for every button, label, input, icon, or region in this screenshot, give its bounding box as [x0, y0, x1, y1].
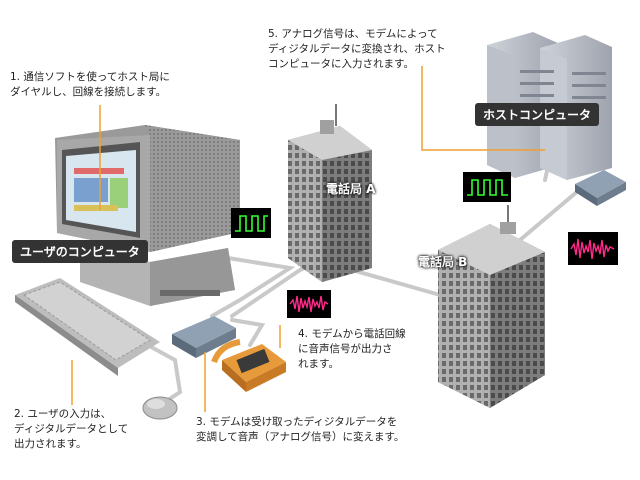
cables [118, 164, 587, 404]
host-computer-label: ホストコンピュータ [475, 103, 600, 126]
digital-signal-icon [463, 172, 511, 202]
step-5-text: 5. アナログ信号は、モデムによって ディジタルデータに変換され、ホスト コンピ… [268, 28, 446, 70]
exchange-a-label: 電話局 A [326, 182, 376, 196]
host-modem [575, 170, 626, 206]
exchange-b-building [438, 205, 545, 408]
user-monitor [55, 125, 240, 306]
user-computer-label: ユーザのコンピュータ [12, 240, 148, 263]
step-2-text: 2. ユーザの入力は、 ディジタルデータとして 出力されます。 [14, 408, 129, 450]
keyboard [15, 278, 160, 376]
leader-lines [71, 66, 545, 412]
step-1-text: 1. 通信ソフトを使ってホスト局に ダイヤルし、回線を接続します。 [10, 71, 170, 98]
analog-signal-icon [287, 290, 331, 318]
analog-signal-icon [568, 232, 618, 265]
step-3-text: 3. モデムは受け取ったディジタルデータを 変調して音声（アナログ信号）に変えま… [196, 416, 405, 443]
host-servers [487, 32, 612, 180]
telephone [211, 339, 286, 392]
mouse [142, 396, 178, 420]
digital-signal-icon [231, 208, 271, 238]
exchange-a-building [288, 104, 372, 282]
user-modem [172, 316, 236, 358]
step-4-text: 4. モデムから電話回線 に音声信号が出力さ れます。 [298, 328, 406, 370]
exchange-b-label: 電話局 B [418, 255, 468, 269]
